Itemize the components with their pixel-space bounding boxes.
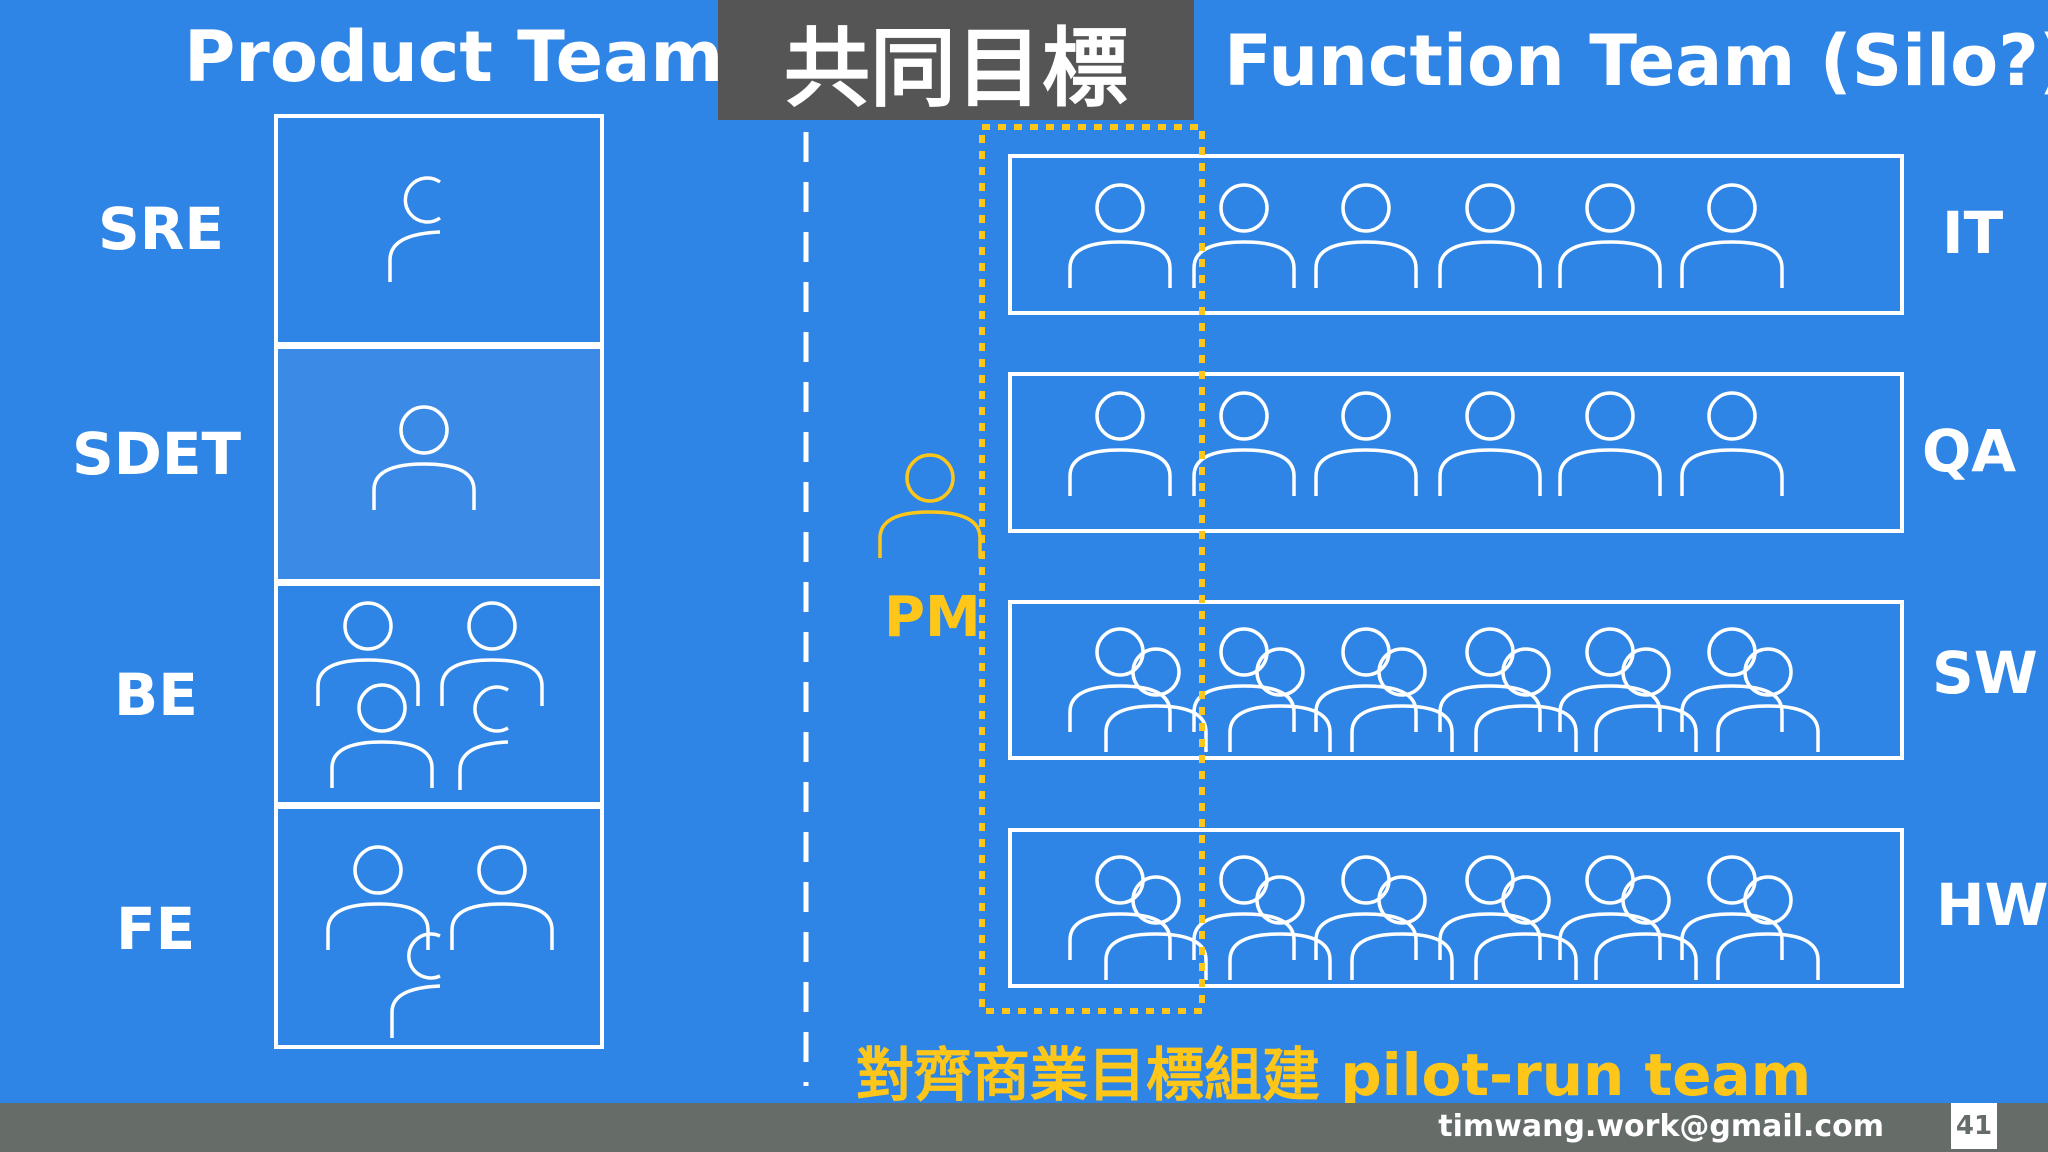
common-goal-text: 共同目標 [784,18,1128,119]
person-icon [326,845,430,952]
person-pair-icon [1682,857,1818,980]
person-icon [1068,391,1172,498]
box-be [274,582,604,806]
person-pair-icon [1560,857,1696,980]
person-icon [1192,183,1296,290]
function-team-title: Function Team (Silo?) [1224,20,2048,102]
person-icon [1558,183,1662,290]
person-icon [440,601,544,708]
pm-person-icon [878,453,982,558]
person-icon [1438,183,1542,290]
person-icon [1068,183,1172,290]
person-icon [1192,391,1296,498]
person-icon [450,845,554,952]
role-label-sdet: SDET [72,420,242,488]
common-goal-box: 共同目標 [718,0,1194,120]
person-icon [1558,391,1662,498]
person-pair-icon [1316,857,1452,980]
box-it [1008,154,1904,315]
function-team-boxes [1008,154,1904,988]
person-icon [1314,183,1418,290]
page-number: 41 [1951,1103,1997,1149]
footer-email: timwang.work@gmail.com [1438,1109,1884,1144]
person-icon [1438,391,1542,498]
footer-bar [0,1103,2048,1152]
person-icon [1680,391,1784,498]
role-label-sw: SW [1932,639,2038,707]
person-icon [390,932,441,1038]
person-pair-icon [1070,857,1206,980]
box-sw [1008,600,1904,760]
product-team-title: Product Team [184,16,724,98]
person-pair-icon [1316,629,1452,752]
person-pair-icon [1194,629,1330,752]
role-label-hw: HW [1936,871,2048,939]
role-label-qa: QA [1922,417,2017,485]
role-label-sre: SRE [98,195,225,263]
box-qa [1008,372,1904,533]
role-label-fe: FE [116,895,196,963]
product-team-boxes [274,114,604,1049]
box-hw [1008,828,1904,988]
person-pair-icon [1560,629,1696,752]
pilot-run-selection [979,124,1205,1014]
box-sre [274,114,604,346]
pilot-run-caption: 對齊商業目標組建 pilot-run team [856,1041,1812,1109]
role-label-it: IT [1942,199,2004,267]
person-icon [1314,391,1418,498]
pm-label: PM [884,585,981,650]
person-icon [458,685,509,790]
person-pair-icon [1440,629,1576,752]
person-pair-icon [1070,629,1206,752]
person-icon [1680,183,1784,290]
person-pair-icon [1682,629,1818,752]
person-pair-icon [1194,857,1330,980]
role-label-be: BE [114,661,198,729]
person-icon [388,176,442,282]
person-pair-icon [1440,857,1576,980]
box-fe [274,805,604,1049]
